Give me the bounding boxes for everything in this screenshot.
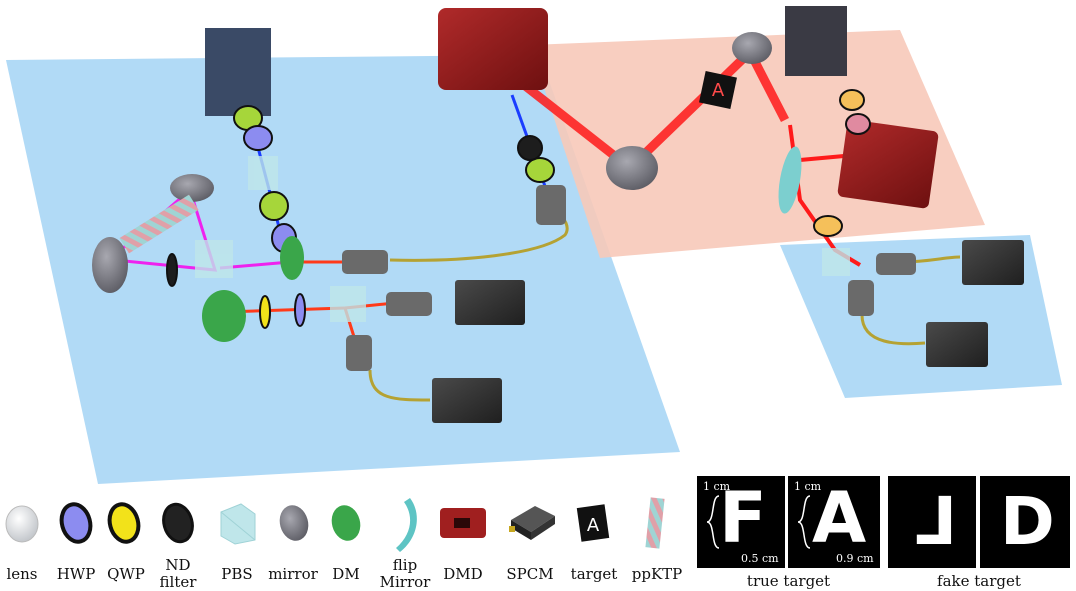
true-target-a: 1 cm A 0.9 cm xyxy=(788,476,880,568)
legend-label-target: target xyxy=(570,565,618,583)
true-target-caption: true target xyxy=(746,572,831,590)
true-target-a-width: 0.9 cm xyxy=(836,552,874,565)
dichroic-mirrors xyxy=(202,236,304,342)
flip-mirror-icon xyxy=(396,498,417,552)
true-target-a-letter: A xyxy=(812,477,867,559)
true-target-f: 1 cm F 0.5 cm xyxy=(697,476,785,568)
true-target-a-scale-bracket xyxy=(797,495,811,549)
spcm-icon xyxy=(509,506,555,540)
legend-label-hwp: HWP xyxy=(56,565,96,583)
legend-label-nd-filter: ND filter xyxy=(159,556,197,591)
true-target-f-width: 0.5 cm xyxy=(741,552,779,565)
fake-target-caption: fake target xyxy=(937,572,1021,590)
true-target-a-height: 1 cm xyxy=(794,480,822,493)
legend-label-flip-mirror: flip Mirror xyxy=(379,556,431,591)
hwp-icon xyxy=(59,502,93,544)
target-icon: A xyxy=(576,504,610,542)
legend-label-dm: DM xyxy=(332,565,360,583)
nd-filter-icon xyxy=(162,502,194,544)
waveplates xyxy=(166,89,871,329)
legend-label-ppktp: ppKTP xyxy=(631,565,683,583)
fiber-couplers xyxy=(342,185,916,371)
legend-label-qwp: QWP xyxy=(107,565,145,583)
fake-target-d-letter: D xyxy=(1000,483,1055,560)
target-object-glyph: A xyxy=(712,80,725,101)
fake-target-d: D xyxy=(980,476,1070,568)
target-icon-glyph: A xyxy=(587,515,600,536)
legend-label-lens: lens xyxy=(6,565,38,583)
target-object xyxy=(699,71,737,109)
dm-icon xyxy=(331,505,361,541)
true-target-f-height: 1 cm xyxy=(703,480,731,493)
flip-mirror xyxy=(778,146,802,214)
mirrors xyxy=(92,32,772,293)
legend-label-pbs: PBS xyxy=(221,565,253,583)
fake-target-l-letter: ⅃ xyxy=(914,483,957,560)
spcm-detectors xyxy=(432,240,1024,423)
fake-target-l: ⅃ xyxy=(888,476,976,568)
legend-label-dmd: DMD xyxy=(443,565,483,583)
pbs-icon xyxy=(220,503,256,545)
mirror-icon xyxy=(279,505,309,541)
dmd-device xyxy=(438,8,939,209)
camera-boxes xyxy=(205,6,847,116)
lens-icon xyxy=(5,505,39,543)
true-target-f-scale-bracket xyxy=(706,495,720,549)
true-target-f-letter: F xyxy=(719,477,767,559)
dmd-icon xyxy=(440,508,486,538)
ppktp-icon xyxy=(645,497,665,549)
legend-label-spcm: SPCM xyxy=(506,565,554,583)
pbs-cubes xyxy=(195,156,850,322)
legend-label-mirror: mirror xyxy=(268,565,318,583)
qwp-icon xyxy=(107,502,141,544)
ppktp-crystal xyxy=(119,194,199,254)
